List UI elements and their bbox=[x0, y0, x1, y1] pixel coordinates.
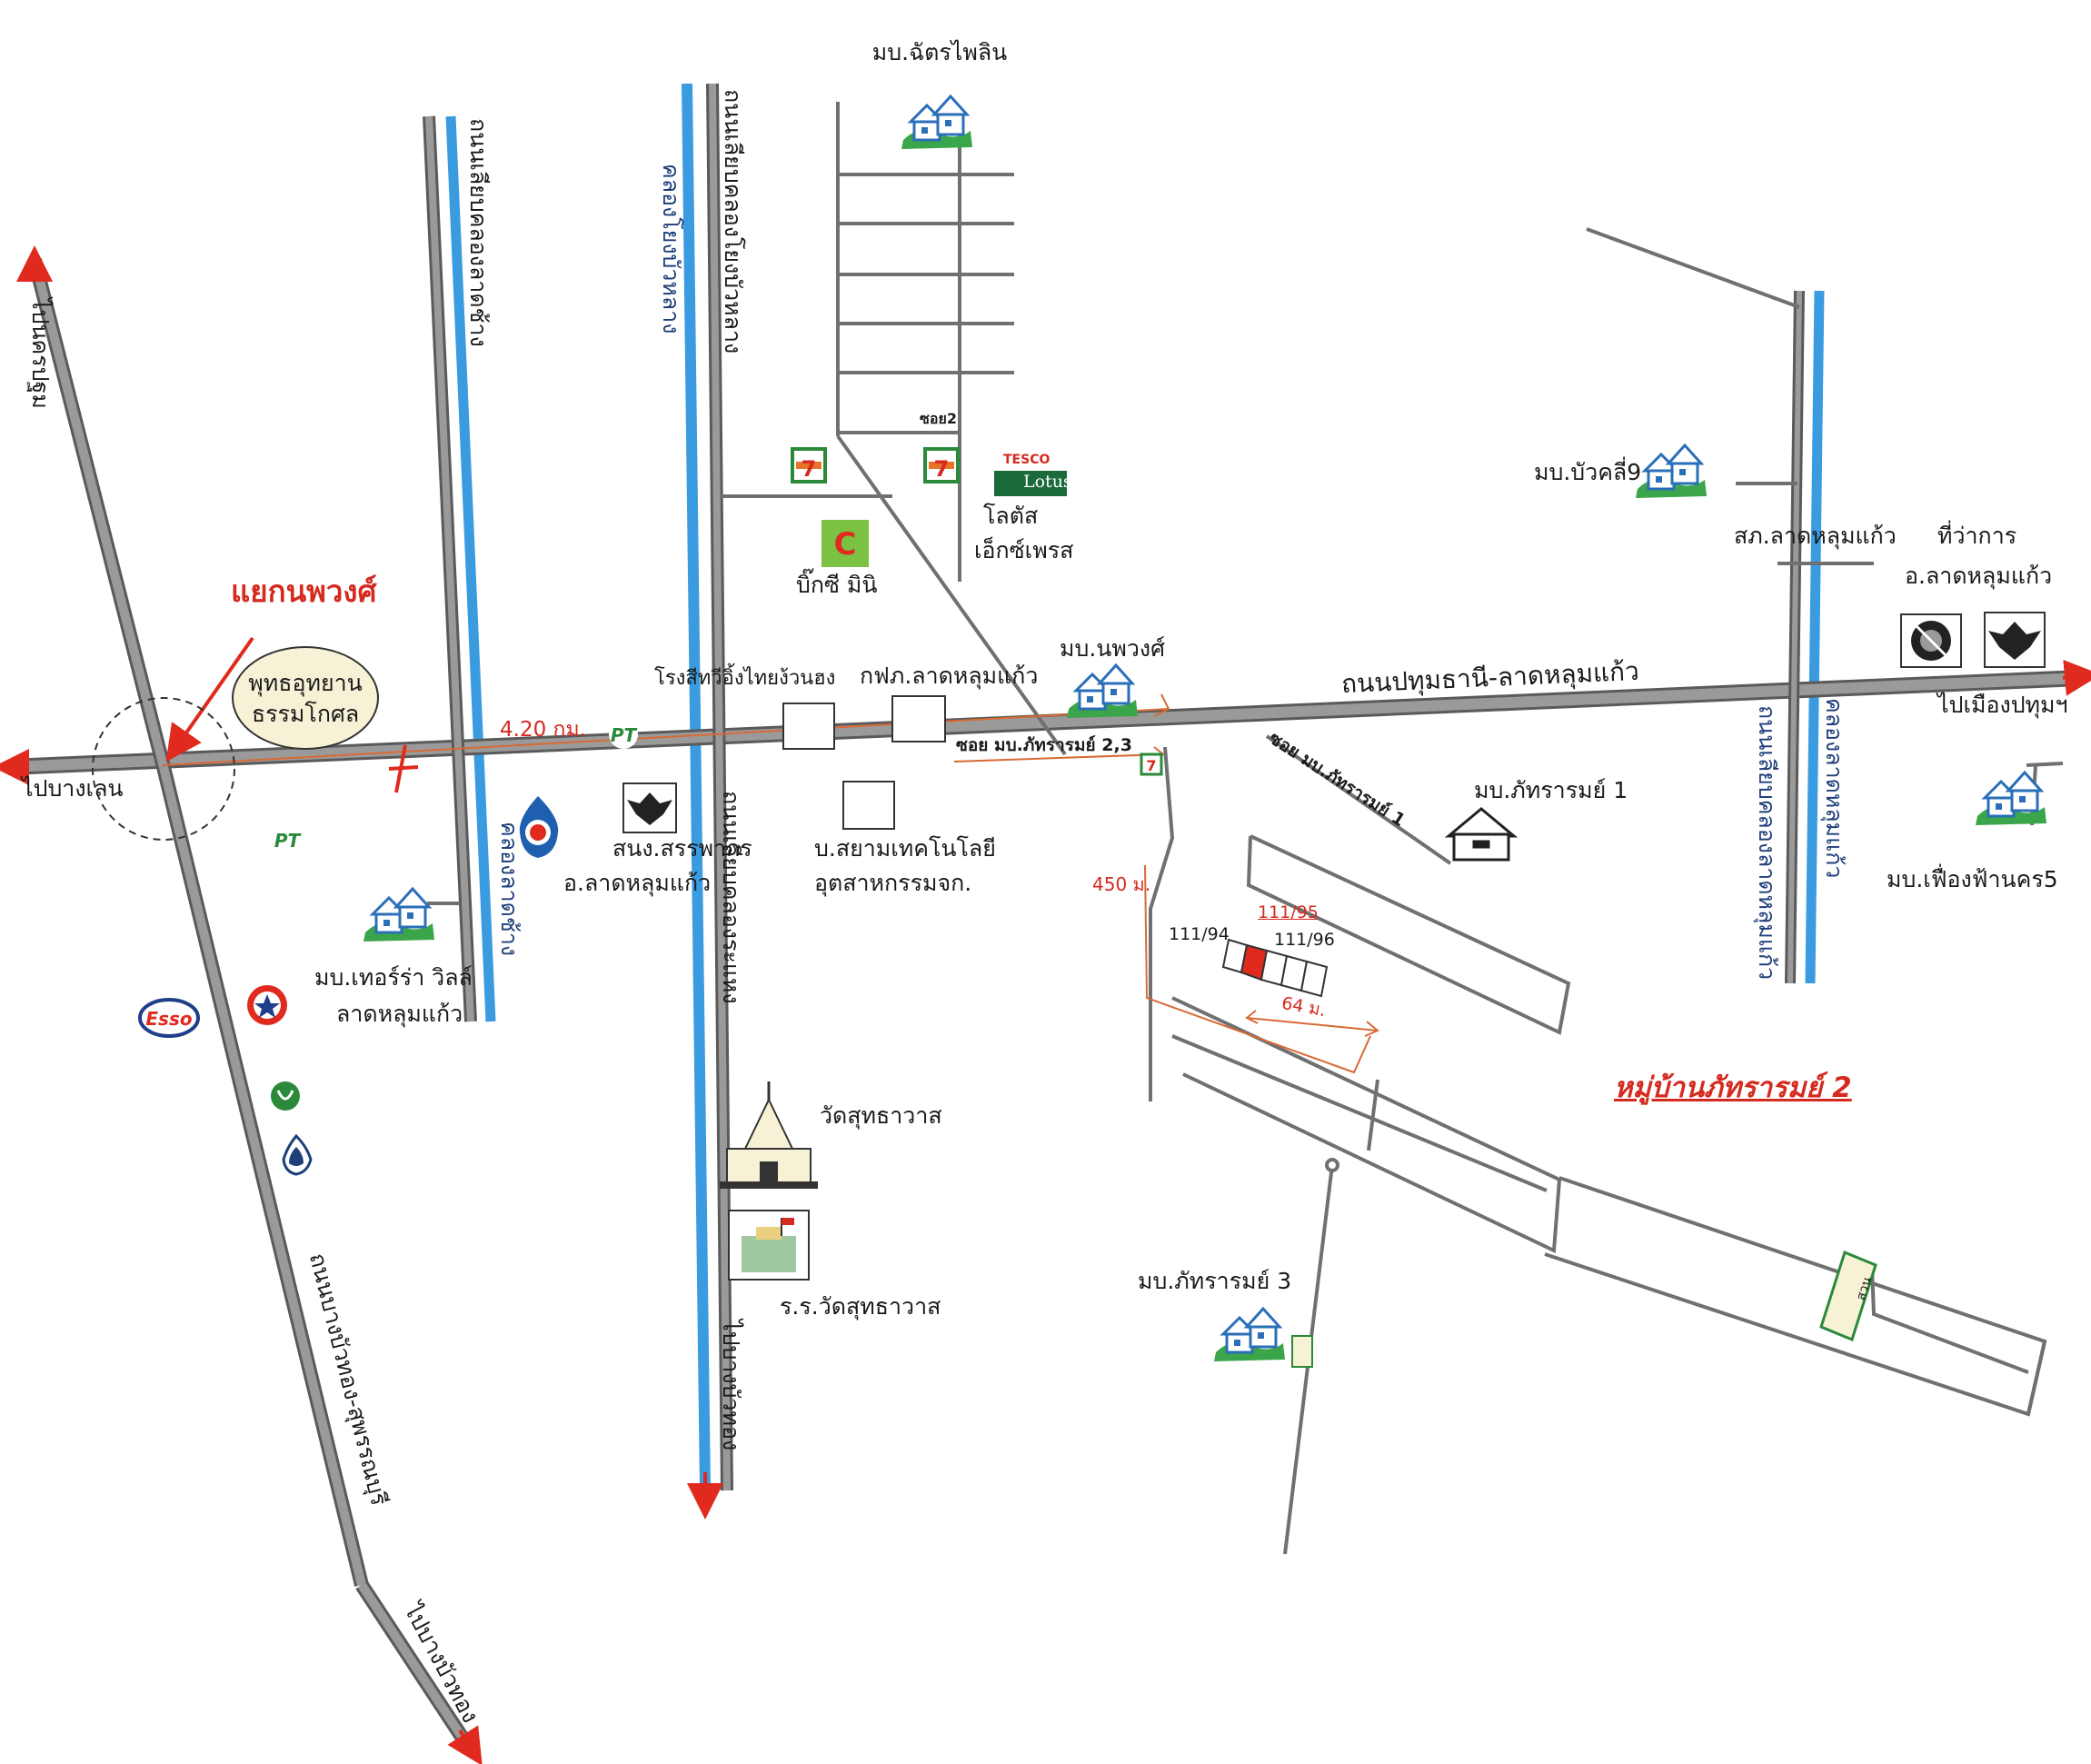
esso-icon: Esso bbox=[138, 998, 200, 1038]
revenue-label-1: สนง.สรรพากร bbox=[612, 835, 752, 862]
flag-icon bbox=[782, 1218, 794, 1225]
soi-pattararom-1 bbox=[1265, 734, 1452, 865]
soi-pattararom-23-label: ซอย มบ.ภัทรารมย์ 2,3 bbox=[956, 735, 1132, 755]
lotus-brand-label: Lotus bbox=[1023, 472, 1072, 492]
direction-south: ไปบางบัวทอง bbox=[718, 1320, 744, 1451]
terra-label-2: ลาดหลุมแก้ว bbox=[336, 1001, 463, 1027]
garuda-icon bbox=[1984, 612, 2046, 668]
svg-text:Esso: Esso bbox=[145, 1008, 192, 1030]
temple-park-ellipse bbox=[232, 646, 379, 750]
park-icon bbox=[1291, 1250, 1877, 1368]
canal-lad-chang bbox=[445, 115, 496, 1022]
rice-mill-label: โรงสีทวีอิ้งไทยง้วนฮง bbox=[654, 667, 836, 690]
direction-arrows bbox=[0, 245, 2091, 1764]
seven-eleven-icon: 7 bbox=[791, 447, 827, 483]
canal-yong-bualang-label: คลองโยงบัวหลาง bbox=[658, 164, 684, 334]
junction-label: แยกนพวงศ์ bbox=[231, 573, 377, 609]
house-outline-icon bbox=[1444, 807, 1518, 862]
svg-text:C: C bbox=[834, 526, 857, 563]
scb-icon bbox=[282, 1133, 313, 1176]
caltex-icon bbox=[247, 985, 287, 1025]
plot-111-96: 111/96 bbox=[1274, 930, 1335, 950]
canal-lad-chang-label: คลองลาดช้าง bbox=[496, 822, 523, 957]
canal-yong-bualang bbox=[682, 83, 711, 1491]
fueng-label: มบ.เฟื่องฟ้านคร5 bbox=[1887, 866, 2058, 892]
soi2-label: ซอย2 bbox=[920, 410, 957, 427]
canal-east-label: คลองลาดหลุมแก้ว bbox=[1821, 698, 1847, 879]
road-rahaeng-label: ถนนเลียบคลองระแหง bbox=[718, 791, 744, 1004]
direction-west: ไปบางเลน bbox=[22, 775, 124, 802]
school-icon bbox=[728, 1210, 810, 1281]
roads bbox=[8, 83, 2082, 1749]
lotus-label-2: เอ็กซ์เพรส bbox=[974, 537, 1074, 563]
chatpailin-label: มบ.ฉัตรไพลิน bbox=[871, 39, 1008, 65]
school-label: ร.ร.วัดสุทธาวาส bbox=[780, 1293, 941, 1320]
district-label-1: ที่ว่าการ bbox=[1937, 523, 2017, 549]
plot-111-94: 111/94 bbox=[1169, 924, 1230, 944]
pattararom1-label: มบ.ภัทรารมย์ 1 bbox=[1474, 777, 1628, 803]
pattararom3-label: มบ.ภัทรารมย์ 3 bbox=[1138, 1268, 1292, 1294]
ptt-icon bbox=[519, 796, 559, 858]
house-icon bbox=[362, 887, 436, 943]
pattararom2-label: หมู่บ้านภัทรารมย์ 2 bbox=[1614, 1071, 1852, 1104]
road-east-label: ถนนเลียบคลองลาดหลุมแก้ว bbox=[1754, 705, 1780, 981]
svg-text:PT: PT bbox=[611, 724, 638, 746]
terra-label-1: มบ.เทอร์ร่า วิลล์ bbox=[314, 964, 473, 991]
pt-icon: PT PT bbox=[273, 720, 638, 854]
pea-label: กฟภ.ลาดหลุมแก้ว bbox=[860, 663, 1039, 689]
garuda-icon bbox=[622, 782, 677, 833]
plot-111-95: 111/95 bbox=[1258, 902, 1319, 922]
district-label-2: อ.ลาดหลุมแก้ว bbox=[1905, 563, 2053, 589]
bigc-label: บิ๊กซี มินิ bbox=[796, 572, 878, 598]
noppawong-label: มบ.นพวงศ์ bbox=[1060, 635, 1165, 662]
svg-text:7: 7 bbox=[934, 456, 950, 482]
buakli-label: มบ.บัวคลี่9 bbox=[1534, 459, 1642, 485]
police-label: สภ.ลาดหลุมแก้ว bbox=[1734, 523, 1897, 549]
route-path bbox=[161, 693, 1379, 1074]
temple-park-line1: พุทธอุทยาน bbox=[248, 670, 363, 696]
direction-east: ไปเมืองปทุมฯ bbox=[1937, 692, 2068, 718]
house-icon bbox=[1212, 1307, 1287, 1363]
tesco-lotus-icon bbox=[994, 471, 1067, 496]
svg-text:7: 7 bbox=[802, 456, 817, 482]
wat-label: วัดสุทธาวาส bbox=[820, 1102, 942, 1129]
distance-main: 4.20 กม. bbox=[500, 718, 586, 742]
siamtech-label-2: อุตสาหกรรมจก. bbox=[814, 870, 972, 896]
svg-text:PT: PT bbox=[274, 830, 302, 852]
siamtech-label-1: บ.สยามเทคโนโลยี bbox=[814, 835, 996, 862]
temple-park-line2: ธรรมโกศล bbox=[251, 701, 360, 727]
seven-eleven-icon-small: 7 bbox=[1140, 752, 1163, 776]
police-icon bbox=[1900, 613, 1962, 668]
tesco-label: TESCO bbox=[1003, 453, 1050, 467]
building-boxes bbox=[782, 695, 946, 830]
house-icon bbox=[1065, 663, 1140, 720]
distance-soi: 450 ม. bbox=[1092, 873, 1151, 895]
seven-eleven-icon: 7 bbox=[923, 447, 960, 483]
road-yong-bualang-label: ถนนเลียบคลองโยงบัวหลาง bbox=[720, 89, 746, 354]
bigc-icon: C bbox=[821, 520, 869, 567]
kasikorn-icon bbox=[271, 1081, 300, 1111]
plots-111 bbox=[1221, 938, 1329, 998]
temple-icon bbox=[720, 1081, 818, 1189]
village-streets-chatpailin bbox=[720, 102, 1067, 756]
lotus-label-1: โลตัส bbox=[983, 503, 1039, 529]
revenue-label-2: อ.ลาดหลุมแก้ว bbox=[563, 870, 712, 896]
house-icon bbox=[900, 95, 974, 151]
road-lad-chang-label: ถนนเลียบคลองลาดช้าง bbox=[465, 118, 492, 347]
direction-north-west: ไปนครปฐม bbox=[27, 298, 54, 409]
junction-circle bbox=[92, 697, 235, 841]
canal-lad-lum-kaew bbox=[1805, 290, 1825, 984]
house-icon bbox=[1634, 443, 1708, 500]
svg-text:7: 7 bbox=[1146, 757, 1156, 774]
